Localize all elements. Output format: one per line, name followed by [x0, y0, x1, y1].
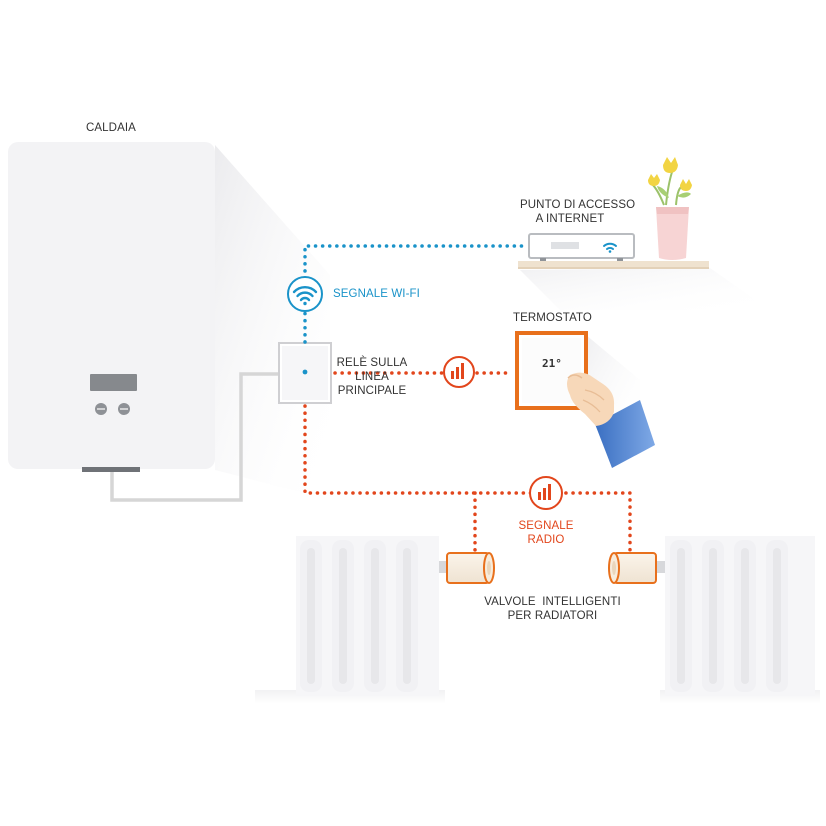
radio-signal-label-line: RADIO: [527, 534, 565, 546]
boiler-bottom-connector: [82, 467, 140, 472]
relay-label-line: LINEA: [355, 371, 389, 383]
access-point-label-line: A INTERNET: [535, 213, 605, 225]
relay-box: [278, 342, 332, 404]
hand-icon: [567, 372, 655, 468]
router-vent: [551, 242, 579, 249]
boiler: [8, 142, 330, 500]
wifi-link: [303, 244, 525, 344]
radio-signal-label: SEGNALE RADIO: [513, 519, 579, 547]
valves-label-line: PER RADIATORI: [507, 610, 598, 622]
shelf: [518, 261, 709, 269]
valves-label: VALVOLE INTELLIGENTI PER RADIATORI: [480, 595, 625, 623]
thermostat-display: 21°: [542, 357, 562, 370]
smart-valve-left: [446, 552, 495, 584]
relay-led: [302, 369, 308, 375]
shelf-edge: [518, 267, 709, 269]
smart-valve-right: [608, 552, 657, 584]
flower-icon: [648, 157, 692, 260]
relay-label-line: PRINCIPALE: [337, 385, 407, 397]
radio-link-valves: [303, 404, 632, 556]
shelf-shadow: [520, 268, 770, 310]
wifi-signal-label: SEGNALE WI-FI: [333, 288, 420, 300]
boiler-body: [8, 142, 215, 469]
valves-label-line: VALVOLE INTELLIGENTI: [484, 596, 621, 608]
radio-signal-label-line: SEGNALE: [518, 520, 574, 532]
thermostat-label: TERMOSTATO: [513, 312, 592, 324]
radio-signal-icon: [529, 476, 563, 510]
access-point-label: PUNTO DI ACCESSO A INTERNET: [520, 198, 636, 226]
wifi-icon: [603, 242, 617, 253]
wifi-icon: [287, 276, 323, 312]
boiler-knob: [118, 403, 130, 415]
radiator-left: [255, 536, 447, 704]
boiler-label: CALDAIA: [86, 122, 136, 134]
radio-signal-icon: [443, 356, 475, 388]
boiler-shadow: [215, 145, 330, 500]
access-point-label-line: PUNTO DI ACCESSO: [520, 199, 636, 211]
access-point: [518, 233, 770, 310]
boiler-knob: [95, 403, 107, 415]
relay-label-line: RELÈ SULLA: [336, 357, 408, 369]
relay-label: RELÈ SULLA LINEA PRINCIPALE: [334, 356, 410, 398]
radiator-right: [657, 536, 820, 704]
boiler-display: [90, 374, 137, 391]
boiler-relay-wire: [110, 372, 279, 502]
router-body: [528, 233, 635, 259]
